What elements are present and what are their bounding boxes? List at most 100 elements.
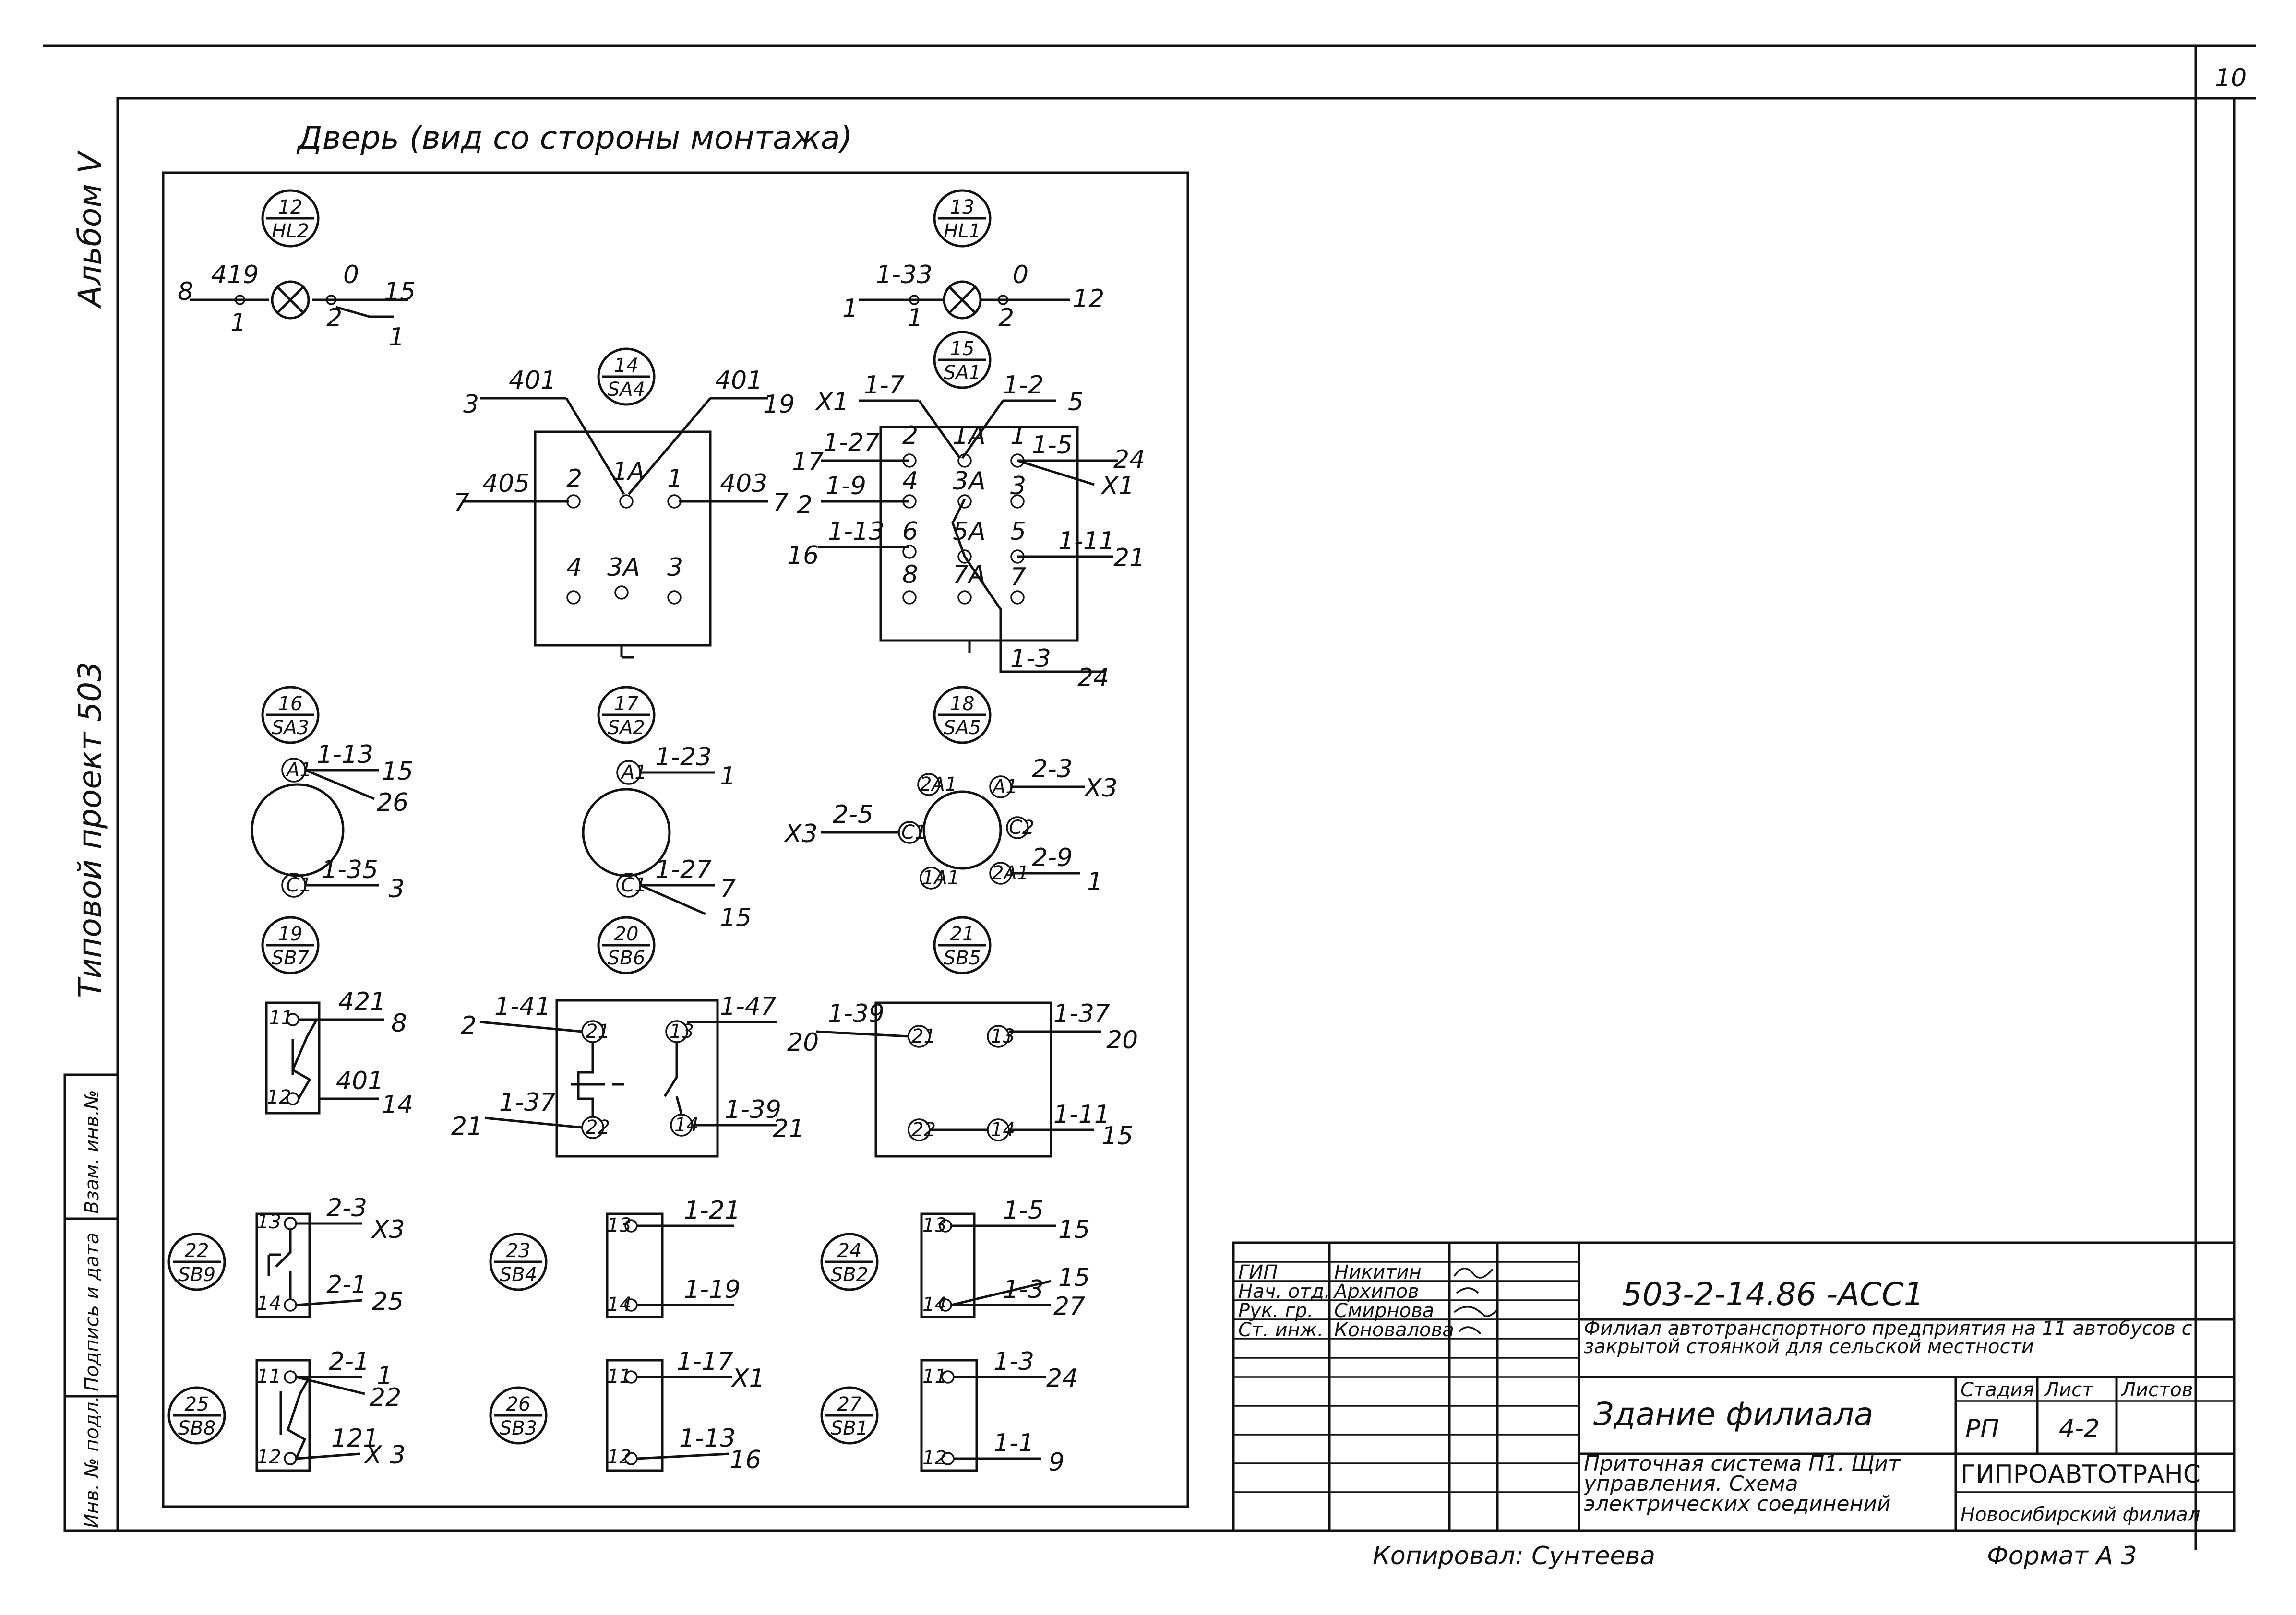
svg-text:ГИПРОАВТОТРАНС: ГИПРОАВТОТРАНС bbox=[1961, 1460, 2200, 1489]
svg-text:1: 1 bbox=[230, 309, 246, 337]
device-number: 16 bbox=[278, 693, 303, 715]
svg-text:7A: 7A bbox=[953, 560, 986, 589]
copied-by: Копировал: Сунтеева bbox=[1373, 1542, 1655, 1570]
door-title: Дверь (вид со стороны монтажа) bbox=[296, 119, 852, 156]
device-number: 17 bbox=[614, 693, 639, 715]
svg-text:1: 1 bbox=[389, 323, 405, 352]
title-block: ГИП Нач. отд. Рук. гр. Ст. инж. Никитин … bbox=[1232, 1241, 2236, 1532]
device-ref: SA1 bbox=[944, 362, 981, 384]
svg-text:X3: X3 bbox=[371, 1215, 405, 1244]
svg-text:401: 401 bbox=[715, 366, 763, 395]
svg-text:1-37: 1-37 bbox=[1053, 999, 1110, 1028]
svg-text:401: 401 bbox=[509, 366, 556, 395]
svg-text:1-13: 1-13 bbox=[679, 1424, 736, 1453]
hl2-lamp: 8 419 1 0 2 15 1 bbox=[178, 261, 416, 352]
svg-text:13: 13 bbox=[607, 1214, 632, 1236]
svg-text:8: 8 bbox=[902, 560, 918, 589]
svg-text:2-1: 2-1 bbox=[329, 1347, 370, 1376]
svg-text:12: 12 bbox=[257, 1446, 281, 1468]
sb3-button: 11 12 1-17 1-13 X1 16 bbox=[606, 1347, 765, 1474]
svg-text:1-39: 1-39 bbox=[828, 999, 885, 1028]
svg-text:1A1: 1A1 bbox=[922, 867, 959, 889]
svg-text:13: 13 bbox=[922, 1214, 947, 1236]
svg-text:1: 1 bbox=[842, 294, 858, 323]
sb1-button: 11 12 1-3 1-1 24 9 bbox=[920, 1347, 1078, 1477]
svg-text:17: 17 bbox=[792, 448, 824, 476]
device-ref: SB4 bbox=[500, 1264, 537, 1286]
stamp-label-replace: Взам. инв.№ bbox=[81, 1090, 103, 1214]
svg-text:1-13: 1-13 bbox=[828, 517, 885, 546]
stamp-strip bbox=[63, 1073, 119, 1532]
svg-text:15: 15 bbox=[382, 757, 413, 786]
svg-text:1-3: 1-3 bbox=[1003, 1275, 1044, 1304]
svg-text:24: 24 bbox=[1113, 445, 1145, 474]
svg-text:X1: X1 bbox=[730, 1364, 765, 1393]
svg-text:1A: 1A bbox=[953, 421, 986, 450]
sa3-switch: A1 C1 1-13 1-35 15 26 3 bbox=[251, 740, 413, 903]
svg-text:1-5: 1-5 bbox=[1003, 1196, 1044, 1225]
svg-text:9: 9 bbox=[1049, 1448, 1064, 1477]
device-ref: SB3 bbox=[500, 1417, 537, 1439]
svg-text:13: 13 bbox=[670, 1021, 694, 1043]
svg-text:19: 19 bbox=[763, 390, 795, 419]
svg-text:0: 0 bbox=[343, 261, 359, 289]
svg-text:РП: РП bbox=[1965, 1414, 1999, 1443]
svg-text:401: 401 bbox=[336, 1067, 383, 1095]
svg-text:7: 7 bbox=[454, 488, 469, 517]
album-label: Альбом V bbox=[72, 150, 108, 309]
svg-text:7: 7 bbox=[1010, 563, 1026, 592]
svg-text:2-3: 2-3 bbox=[326, 1194, 367, 1223]
svg-text:1-11: 1-11 bbox=[1058, 527, 1115, 556]
svg-text:8: 8 bbox=[178, 277, 193, 306]
svg-text:6: 6 bbox=[902, 517, 918, 546]
svg-text:C2: C2 bbox=[1009, 817, 1034, 839]
sb5-button: 21 13 22 14 1-39 1-37 1-11 20 20 15 bbox=[787, 999, 1138, 1158]
svg-text:1-5: 1-5 bbox=[1032, 431, 1073, 460]
svg-text:12: 12 bbox=[922, 1447, 947, 1469]
device-number: 14 bbox=[614, 355, 639, 377]
device-number: 25 bbox=[185, 1393, 209, 1415]
svg-text:27: 27 bbox=[1053, 1292, 1085, 1321]
sb8-button: 11 12 2-1 121 1 22 X 3 bbox=[255, 1347, 406, 1472]
svg-text:405: 405 bbox=[482, 469, 530, 498]
svg-text:1: 1 bbox=[667, 464, 683, 493]
stamp-label-signature: Подпись и дата bbox=[81, 1233, 103, 1391]
device-number: 24 bbox=[837, 1240, 862, 1262]
sa4-switch: 401 401 405 403 3 19 7 7 2 1A 1 4 3A 3 bbox=[454, 366, 795, 659]
stamp-label-inventory: Инв. № подл. bbox=[81, 1396, 103, 1528]
svg-text:X3: X3 bbox=[783, 819, 818, 848]
svg-text:22: 22 bbox=[586, 1116, 610, 1139]
svg-text:Нач. отд.: Нач. отд. bbox=[1238, 1281, 1330, 1303]
svg-text:3A: 3A bbox=[607, 553, 640, 582]
svg-text:1-1: 1-1 bbox=[993, 1429, 1034, 1458]
svg-text:2: 2 bbox=[461, 1011, 477, 1040]
device-number: 20 bbox=[614, 923, 639, 945]
svg-text:Здание филиала: Здание филиала bbox=[1593, 1396, 1874, 1433]
sb6-button: 21 13 22 14 1-41 1-47 1-37 1-39 2 21 21 bbox=[451, 992, 804, 1158]
device-ref: HL2 bbox=[272, 220, 309, 242]
svg-text:3: 3 bbox=[1010, 472, 1026, 500]
svg-text:20: 20 bbox=[1106, 1026, 1138, 1055]
svg-text:2-1: 2-1 bbox=[326, 1271, 367, 1299]
svg-text:25: 25 bbox=[372, 1287, 404, 1316]
svg-text:Никитин: Никитин bbox=[1334, 1261, 1422, 1283]
svg-text:14: 14 bbox=[922, 1294, 947, 1316]
svg-text:1-9: 1-9 bbox=[825, 472, 866, 500]
door-panel bbox=[162, 171, 1189, 1508]
svg-text:Листов: Листов bbox=[2120, 1379, 2193, 1401]
svg-text:C1: C1 bbox=[901, 821, 927, 843]
svg-text:ГИП: ГИП bbox=[1238, 1261, 1278, 1283]
sb2-button: 13 14 1-5 1-3 15 15 27 bbox=[920, 1196, 1090, 1321]
svg-text:1-37: 1-37 bbox=[499, 1088, 556, 1117]
device-ref: SB2 bbox=[831, 1264, 868, 1286]
device-number: 15 bbox=[950, 338, 975, 360]
svg-text:4: 4 bbox=[902, 467, 918, 496]
